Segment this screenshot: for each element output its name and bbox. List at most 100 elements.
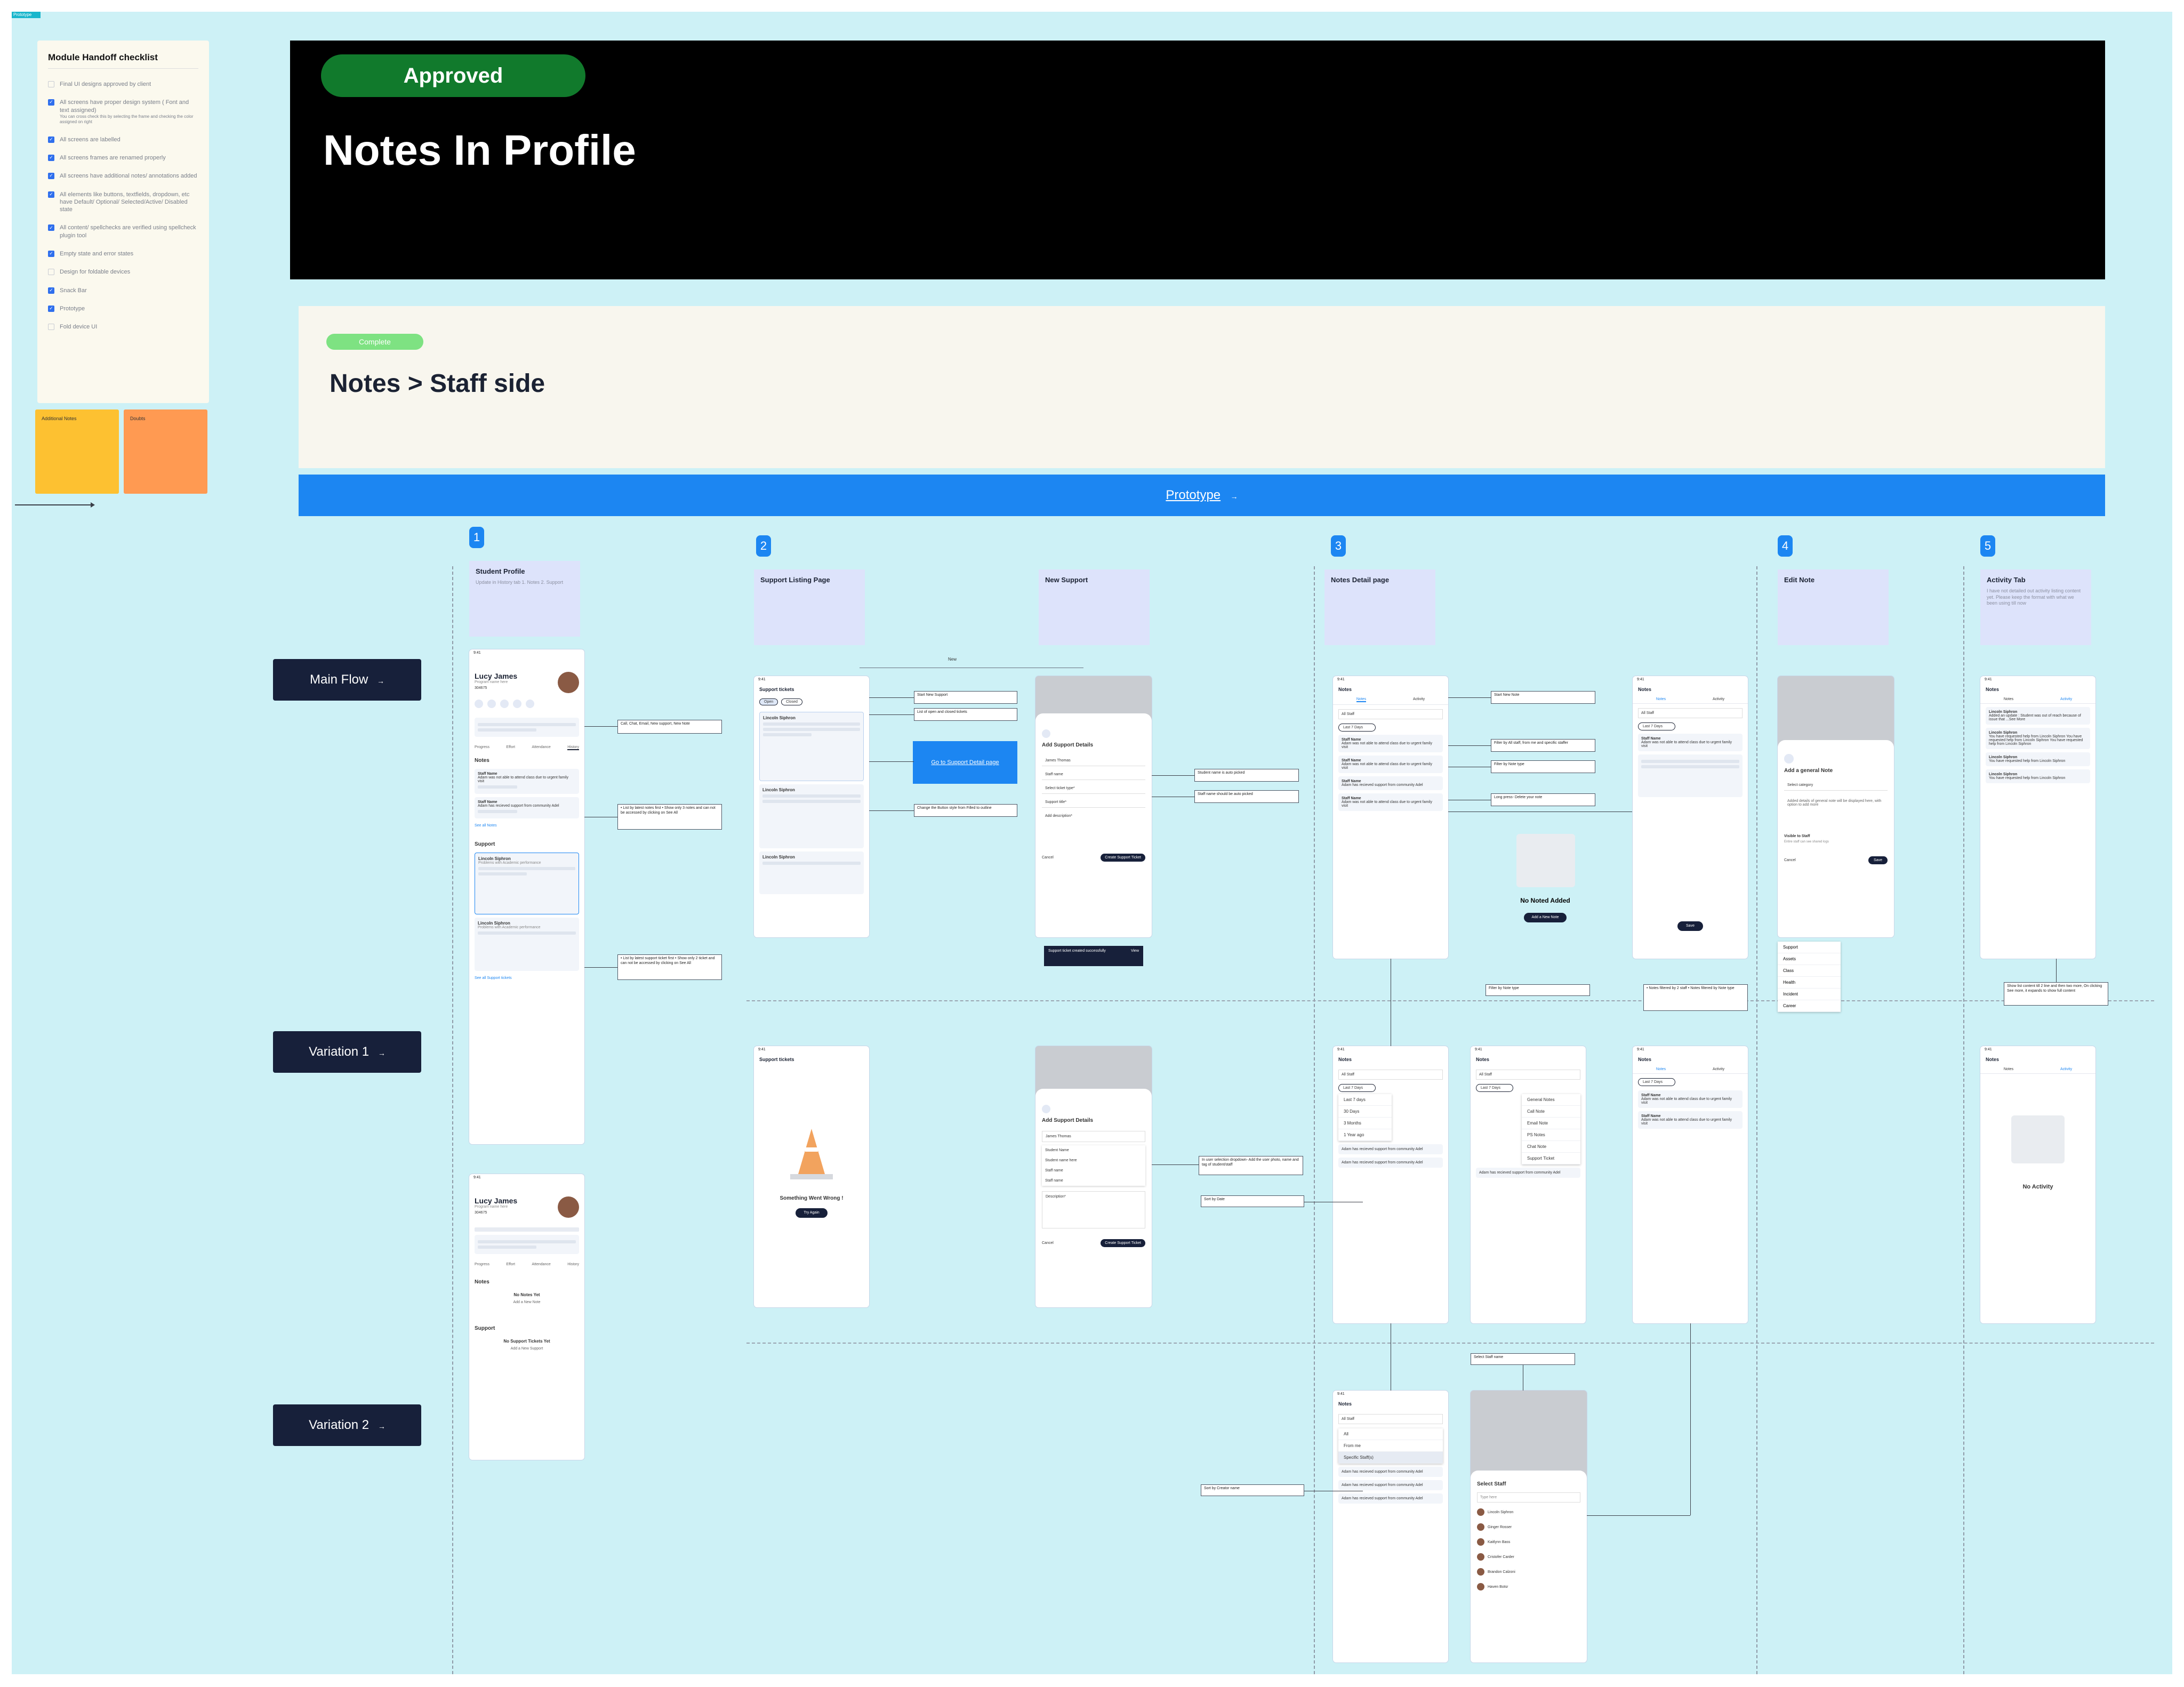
tab-effort[interactable]: Effort (506, 1263, 516, 1266)
staff-option[interactable]: Ginger Rosser (1471, 1520, 1587, 1535)
sticky-additional-notes[interactable]: Additional Notes (35, 409, 119, 494)
checklist-item[interactable]: ✓Snack Bar (48, 287, 198, 294)
checklist-item[interactable]: ✓All screens are labelled (48, 136, 198, 143)
tab-history[interactable]: History (567, 745, 579, 750)
tab-progress[interactable]: Progress (475, 1263, 490, 1266)
checkbox-icon[interactable]: ✓ (48, 173, 54, 180)
menu-item[interactable]: All (1338, 1428, 1443, 1440)
checkbox-icon[interactable]: ✓ (48, 224, 54, 231)
add-note-button[interactable]: Add a New Note (1524, 913, 1567, 922)
checklist-item[interactable]: ✓All content/ spellchecks are verified u… (48, 224, 198, 239)
checkbox-icon[interactable]: ✓ (48, 251, 54, 258)
cancel-button[interactable]: Cancel (1042, 1241, 1054, 1245)
date-range-chip[interactable]: Last 7 Days (1338, 724, 1376, 732)
add-note-icon[interactable] (526, 700, 534, 708)
sticky-doubts[interactable]: Doubts (124, 409, 207, 494)
menu-item[interactable]: Last 7 days (1338, 1094, 1392, 1106)
dropdown-option[interactable]: Student Name (1045, 1148, 1069, 1152)
cancel-button[interactable]: Cancel (1784, 858, 1796, 862)
tab-history[interactable]: History (567, 1263, 579, 1266)
checkbox-icon[interactable] (48, 269, 54, 276)
add-support-button[interactable]: Add a New Support (510, 1347, 543, 1351)
date-range-chip[interactable]: Last 7 Days (1638, 1078, 1675, 1086)
variation-2-button[interactable]: Variation 2 → (273, 1404, 421, 1446)
checklist-item[interactable]: Design for foldable devices (48, 268, 198, 276)
date-range-chip[interactable]: Last 7 Days (1476, 1084, 1513, 1092)
checklist-item[interactable]: ✓All screens have additional notes/ anno… (48, 172, 198, 180)
go-to-support-detail-link[interactable]: Go to Support Detail page (913, 741, 1017, 784)
menu-item[interactable]: From me (1338, 1440, 1443, 1452)
menu-item[interactable]: Class (1778, 965, 1841, 977)
menu-item[interactable]: 30 Days (1338, 1106, 1392, 1118)
staff-option[interactable]: Kaitlynn Bass (1471, 1535, 1587, 1549)
variation-1-button[interactable]: Variation 1 → (273, 1031, 421, 1073)
checkbox-icon[interactable] (48, 324, 54, 331)
ticket-type-select[interactable]: Select ticket type* (1042, 783, 1145, 794)
chat-icon[interactable] (487, 700, 496, 708)
menu-item[interactable]: Support (1778, 942, 1841, 953)
staff-search-input[interactable]: Type here (1477, 1492, 1580, 1503)
staff-option[interactable]: Brandon Calzoni (1471, 1564, 1587, 1579)
staff-filter-select[interactable]: All Staff (1338, 1414, 1443, 1424)
save-button[interactable]: Save (1868, 856, 1888, 864)
staff-filter-select[interactable]: All Staff (1338, 1070, 1443, 1080)
checkbox-icon[interactable]: ✓ (48, 287, 54, 294)
staff-option[interactable]: Haven Botsr (1471, 1579, 1587, 1594)
support-title-field[interactable]: Support title* (1042, 797, 1145, 808)
description-field[interactable]: Description* (1042, 1191, 1145, 1228)
staff-filter-select[interactable]: All Staff (1476, 1070, 1580, 1080)
checkbox-icon[interactable] (48, 81, 54, 87)
student-field[interactable]: James Thomas (1042, 756, 1145, 766)
menu-item[interactable]: Support Ticket (1522, 1153, 1580, 1164)
staff-filter-select[interactable]: All Staff (1638, 708, 1743, 718)
prototype-bar[interactable]: Prototype → (299, 475, 2105, 516)
cancel-button[interactable]: Cancel (1042, 856, 1054, 859)
checkbox-icon[interactable]: ✓ (48, 99, 54, 106)
staff-field[interactable]: Staff name (1042, 769, 1145, 780)
menu-item[interactable]: Specific Staff(s) (1338, 1452, 1443, 1464)
menu-item[interactable]: 3 Months (1338, 1118, 1392, 1129)
menu-item[interactable]: Assets (1778, 953, 1841, 965)
support-icon[interactable] (513, 700, 521, 708)
tab-notes[interactable]: Notes (1356, 697, 1367, 702)
tab-attendance[interactable]: Attendance (532, 1263, 551, 1266)
see-all-support-link[interactable]: See all Support tickets (475, 976, 512, 980)
tab-activity[interactable]: Activity (2060, 697, 2073, 701)
create-ticket-button[interactable]: Create Support Ticket (1101, 854, 1145, 862)
menu-item[interactable]: 1 Year ago (1338, 1129, 1392, 1141)
category-select[interactable]: Select category (1784, 780, 1888, 791)
note-body-field[interactable]: Added details of general note will be di… (1787, 799, 1882, 807)
email-icon[interactable] (500, 700, 509, 708)
tab-attendance[interactable]: Attendance (532, 745, 551, 749)
menu-item[interactable]: Career (1778, 1000, 1841, 1012)
dropdown-option[interactable]: Staff name (1045, 1169, 1063, 1172)
menu-item[interactable]: Chat Note (1522, 1141, 1580, 1153)
date-range-chip[interactable]: Last 7 Days (1638, 722, 1675, 730)
staff-filter-select[interactable]: All Staff (1338, 709, 1443, 719)
tab-progress[interactable]: Progress (475, 745, 490, 749)
tab-notes[interactable]: Notes (1656, 1067, 1666, 1071)
checklist-item[interactable]: Fold device UI (48, 323, 198, 331)
checklist-item[interactable]: Final UI designs approved by client (48, 81, 198, 88)
prototype-link[interactable]: Prototype (1166, 488, 1221, 502)
menu-item[interactable]: Call Note (1522, 1106, 1580, 1118)
staff-option[interactable]: Lincoln Siphron (1471, 1505, 1587, 1520)
menu-item[interactable]: Incident (1778, 989, 1841, 1000)
menu-item[interactable]: Email Note (1522, 1118, 1580, 1129)
tab-activity[interactable]: Activity (1712, 1067, 1725, 1071)
staff-option[interactable]: Cristofer Carder (1471, 1549, 1587, 1564)
checklist-item[interactable]: ✓All screens frames are renamed properly (48, 154, 198, 162)
menu-item[interactable]: PS Notes (1522, 1129, 1580, 1141)
dropdown-option[interactable]: Student name here (1045, 1159, 1077, 1162)
closed-filter-chip[interactable]: Closed (781, 698, 802, 705)
add-note-button[interactable]: Add a New Note (513, 1300, 541, 1304)
checklist-item[interactable]: ✓Empty state and error states (48, 250, 198, 258)
tab-activity[interactable]: Activity (1412, 697, 1425, 701)
date-range-chip[interactable]: Last 7 Days (1338, 1084, 1376, 1092)
checkbox-icon[interactable]: ✓ (48, 154, 54, 161)
checkbox-icon[interactable]: ✓ (48, 136, 54, 143)
menu-item[interactable]: Health (1778, 977, 1841, 989)
toast-view-button[interactable]: View (1130, 949, 1139, 953)
tab-activity[interactable]: Activity (1712, 697, 1725, 701)
checklist-item[interactable]: ✓All elements like buttons, textfields, … (48, 191, 198, 214)
